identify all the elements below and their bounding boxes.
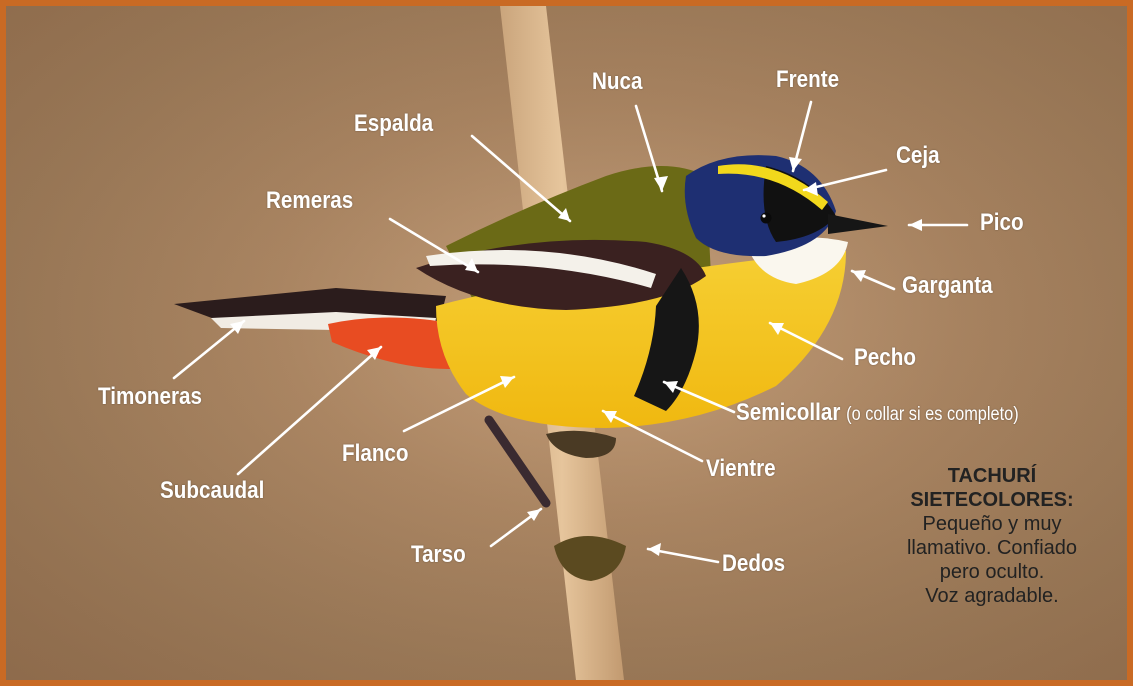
annotation-arrows [172,100,969,564]
label-timoneras: Timoneras [98,383,203,410]
label-semicollar: Semicollar (o collar si es completo) [736,401,1019,425]
label-flanco: Flanco [342,440,409,467]
eye [760,212,772,224]
species-description-line4: Voz agradable. [925,585,1059,607]
beak [828,214,888,234]
label-remeras: Remeras [266,187,354,214]
label-subcaudal: Subcaudal [160,477,265,504]
label-nuca: Nuca [592,68,643,95]
label-garganta: Garganta [902,272,993,299]
label-tarso: Tarso [411,541,466,568]
bird-illustration [6,6,1127,680]
label-dedos: Dedos [722,550,786,577]
semicollar-band [634,268,699,411]
species-name-line2: SIETECOLORES: [910,489,1074,511]
undertail-coverts [328,317,468,369]
eyebrow-stripe [718,164,828,210]
foot-lower [554,536,626,581]
mask [763,166,836,242]
label-vientre: Vientre [706,455,776,482]
leg [484,415,551,508]
species-name-line1: TACHURÍ [947,465,1037,487]
label-pecho: Pecho [854,344,916,371]
foot-upper [546,430,616,458]
semicollar-word: Semicollar [736,399,841,426]
eye-highlight [762,214,766,218]
species-description-line3: pero oculto. [939,561,1045,583]
wing-bar [426,250,656,288]
species-description-line2: llamativo. Confiado [906,537,1078,559]
species-description-line1: Pequeño y muy [922,513,1062,535]
semicollar-note: (o collar si es completo) [846,404,1019,425]
label-pico: Pico [980,209,1024,236]
label-frente: Frente [776,66,840,93]
label-espalda: Espalda [354,110,434,137]
label-ceja: Ceja [896,142,940,169]
species-info-box: TACHURÍ SIETECOLORES: Pequeño y muy llam… [892,464,1092,608]
